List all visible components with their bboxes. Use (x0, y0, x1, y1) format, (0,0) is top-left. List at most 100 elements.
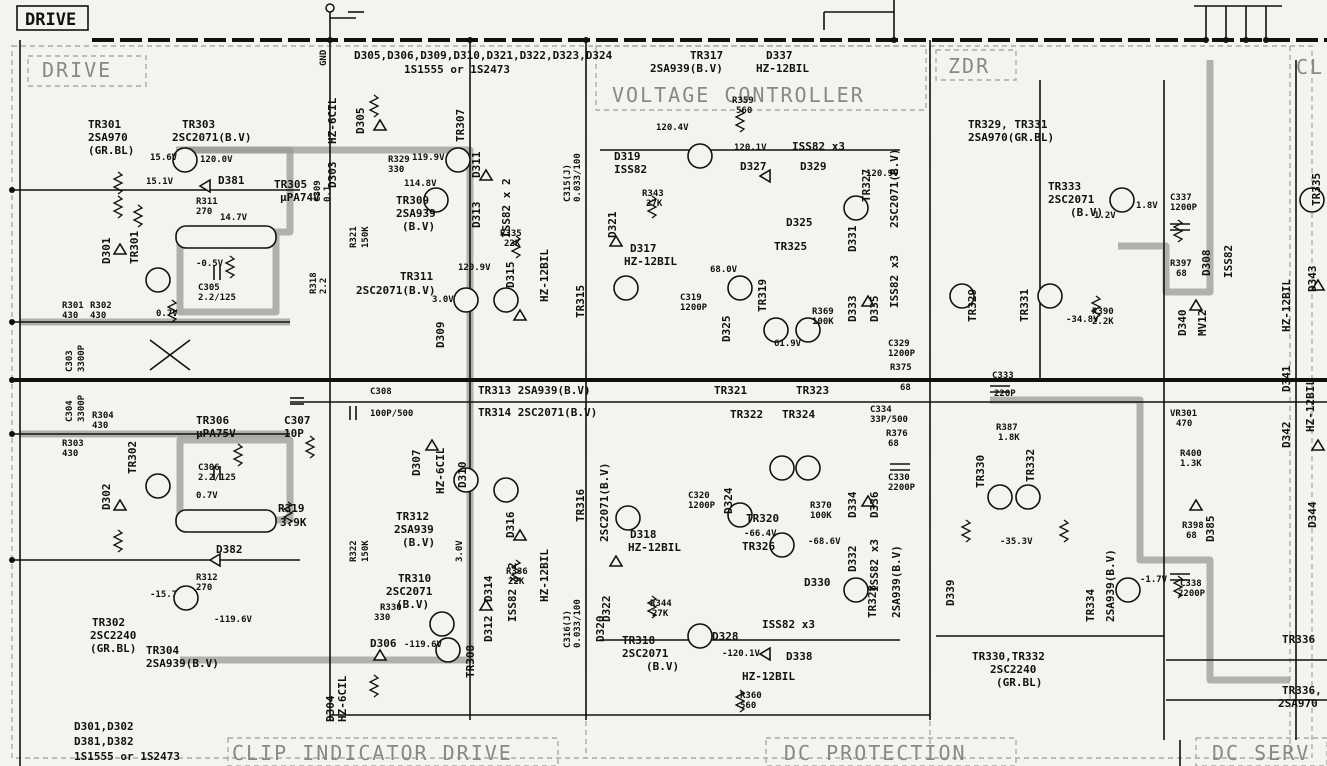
drive-badge-frame (16, 5, 89, 31)
r303-label: R303 (62, 439, 84, 449)
r319-value: 3.9K (280, 516, 307, 529)
d-list-bottom-1: D301,D302 (74, 720, 134, 733)
tr318-grade: (B.V) (646, 660, 679, 673)
c308-value: 100P/500 (370, 409, 413, 419)
v-119-6-b: -119.6V (404, 640, 443, 650)
gnd-label: GND (319, 49, 329, 66)
v-14-7: 14.7V (220, 213, 248, 223)
d321-label: D321 (606, 211, 619, 238)
d313-label: D313 (470, 202, 483, 229)
tr317-type: 2SA939(B.V) (650, 62, 723, 75)
r400-value: 1.3K (1180, 459, 1202, 469)
c319-label: C319 (680, 293, 702, 303)
d318-label: D318 (630, 528, 657, 541)
section-zdr-title: ZDR (948, 54, 990, 78)
r302-value: 430 (90, 311, 106, 321)
c315-value: 0.033/100 (573, 153, 583, 202)
v-0-5-a: -0.5V (196, 259, 224, 269)
d342-label: D342 (1280, 422, 1293, 449)
hz12bil-vc: HZ-12BIL (624, 255, 677, 268)
r311-value: 270 (196, 207, 212, 217)
r335-value: 22K (504, 239, 521, 249)
r330-label: R330 (380, 603, 402, 613)
tr333-label: TR333 (1048, 180, 1081, 193)
tr314-label: TR314 2SC2071(B.V) (478, 406, 597, 419)
c330-value: 2200P (888, 483, 916, 493)
tr330-label: TR330 (974, 455, 987, 488)
d385-label: D385 (1204, 516, 1217, 543)
d320-label: D320 (594, 616, 607, 643)
r375-label: R375 (890, 363, 912, 373)
tr329-331-label: TR329, TR331 (968, 118, 1048, 131)
r335-label: R335 (500, 229, 522, 239)
r360-value: 560 (740, 701, 756, 711)
v-114-8: 114.8V (404, 179, 437, 189)
v-119-6-a: -119.6V (214, 615, 253, 625)
r359-value: 560 (736, 106, 752, 116)
resistor-symbols (112, 94, 1184, 713)
tr321-label: TR321 (714, 384, 747, 397)
v-3-0-b: 3.0V (455, 540, 465, 562)
section-drive-title: DRIVE (42, 58, 112, 82)
c303-value: 3300P (77, 344, 87, 372)
v-34-8-a: -34.8V (1066, 315, 1099, 325)
c334-label: C334 (870, 405, 892, 415)
tr309-label: TR309 (396, 194, 429, 207)
tr328-label: TR328 (866, 585, 879, 618)
r312-label: R312 (196, 573, 218, 583)
tr333-type: 2SC2071 (1048, 193, 1095, 206)
section-voltage-controller-title: VOLTAGE CONTROLLER (612, 83, 865, 107)
r400-label: R400 (1180, 449, 1202, 459)
r301-label: R301 (62, 301, 84, 311)
r303-value: 430 (62, 449, 78, 459)
d339-label: D339 (944, 580, 957, 607)
tr302-type: 2SC2240 (90, 629, 136, 642)
d-list-top: D305,D306,D309,D310,D321,D322,D323,D324 (354, 49, 613, 62)
v-68-0: 68.0V (710, 265, 738, 275)
d305-label: D305 (354, 108, 367, 135)
diode-symbols (112, 118, 1326, 662)
d340-label: D340 (1176, 310, 1189, 337)
tr322-label: TR322 (730, 408, 763, 421)
v-120-1: 120.1V (734, 143, 767, 153)
d314-label: D314 (482, 575, 495, 602)
d329-label: D329 (800, 160, 827, 173)
c319-value: 1200P (680, 303, 708, 313)
tr330-332-type: 2SC2240 (990, 663, 1036, 676)
r304-label: R304 (92, 411, 114, 421)
d303-label: D303 (326, 162, 339, 189)
r343-value: 27K (646, 199, 663, 209)
r369-value: 100K (812, 317, 834, 327)
tr335-label: TR335 (1310, 173, 1323, 206)
c333-value: 220P (994, 389, 1016, 399)
v-35-3: -35.3V (1000, 537, 1033, 547)
tr316-type: 2SC2071(B.V) (598, 463, 611, 542)
c337-label: C337 (1170, 193, 1192, 203)
r344-label: R344 (650, 599, 672, 609)
tr301-label: TR301 (88, 118, 121, 131)
r322-value: 150K (361, 540, 371, 562)
v-66-4: -66.4V (744, 529, 777, 539)
c305-label: C305 (198, 283, 220, 293)
d-list-top-type: 1S1555 or 1S2473 (404, 63, 510, 76)
r390-label: R390 (1092, 307, 1114, 317)
r376-value: 68 (888, 439, 899, 449)
tr331-label: TR331 (1018, 289, 1031, 322)
c309-value: 0.1 (323, 186, 333, 202)
v-0-7-a: 0.7V (156, 309, 178, 319)
r390-value: 2.2K (1092, 317, 1114, 327)
c306-label: C306 (198, 463, 220, 473)
d332-label: D332 (846, 546, 859, 573)
c304-label: C304 (65, 400, 75, 422)
r330-value: 330 (374, 613, 390, 623)
r387-label: R387 (996, 423, 1018, 433)
tr310-type: 2SC2071 (386, 585, 433, 598)
tr320-label: TR320 (746, 512, 779, 525)
iss82-zdr: ISS82 (1222, 245, 1235, 278)
main-wires (12, 40, 1327, 766)
d337-type: HZ-12BIL (756, 62, 809, 75)
capacitor-symbols (213, 223, 1190, 581)
d337-label: D337 (766, 49, 793, 62)
tr304-type: 2SA939(B.V) (146, 657, 219, 670)
